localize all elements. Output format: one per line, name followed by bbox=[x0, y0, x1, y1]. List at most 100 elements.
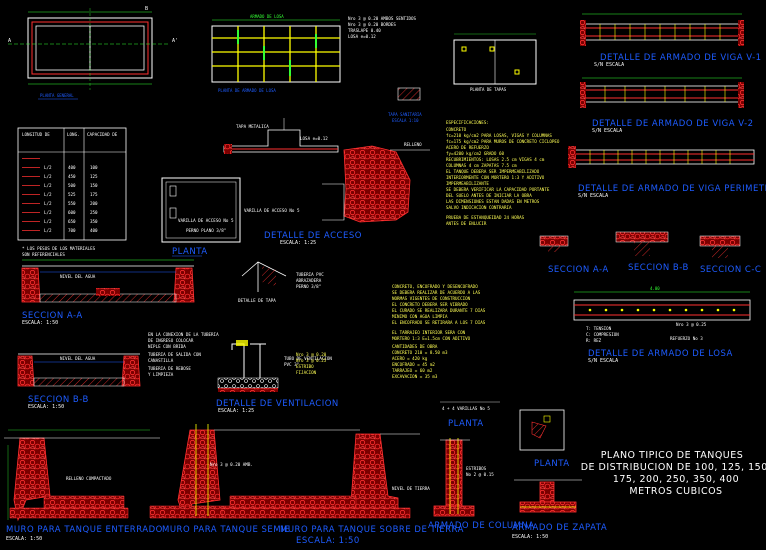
tapa-detail: TAPA SANITARIA ESCALA 1:10 bbox=[388, 87, 422, 123]
label-planta: PLANTA bbox=[172, 247, 208, 257]
table-cell: 175 bbox=[90, 192, 98, 197]
svg-text:DETALLE DE TAPA: DETALLE DE TAPA bbox=[238, 298, 276, 303]
svg-text:No 2 @ 0.15: No 2 @ 0.15 bbox=[466, 472, 494, 477]
svg-text:ESPECIFICACIONES:: ESPECIFICACIONES: bbox=[446, 120, 489, 125]
svg-text:4.00: 4.00 bbox=[650, 286, 660, 291]
label-seccion-c: SECCION C-C bbox=[700, 265, 761, 275]
label-muro-ent: MURO PARA TANQUE ENTERRADO bbox=[6, 525, 163, 535]
svg-text:VARILLA DE ACCESO No 5: VARILLA DE ACCESO No 5 bbox=[178, 218, 234, 223]
svg-text:NIVEL DEL AGUA: NIVEL DEL AGUA bbox=[60, 356, 96, 361]
table-cell: L/2 bbox=[44, 228, 52, 233]
losa-legend-1: C: COMPRESION bbox=[586, 332, 619, 337]
top-middle-notes: Nro 3 @ 0.20 AMBOS SENTIDOS Nro 3 @ 0.20… bbox=[348, 16, 417, 39]
svg-text:fc=210 kg/cm2 PARA LOSAS, VIGA: fc=210 kg/cm2 PARA LOSAS, VIGAS Y COLUMN… bbox=[446, 133, 552, 138]
planta-access: VARILLA DE ACCESO No 5 PERNO PLANO 3/8" … bbox=[161, 177, 300, 257]
scale-s4: ESCALA: 1:25 bbox=[280, 240, 316, 246]
label-acceso: DETALLE DE ACCESO bbox=[264, 231, 362, 241]
label-seccion-aa: SECCION A-A bbox=[22, 311, 83, 321]
seccion-bb: NIVEL DEL AGUA SECCION B-B ESCALA: 1:50 bbox=[17, 353, 141, 410]
svg-text:PERNO 3/8": PERNO 3/8" bbox=[296, 284, 321, 289]
label-planta-small: PLANTA bbox=[448, 419, 484, 429]
svg-text:fc=175 kg/cm2 PARA MUROS DE CO: fc=175 kg/cm2 PARA MUROS DE CONCRETO CIC… bbox=[446, 139, 560, 144]
label-escala-main: ESCALA: 1:50 bbox=[296, 536, 360, 546]
svg-text:ACERO DE REFUERZO: ACERO DE REFUERZO bbox=[446, 145, 489, 150]
planta-small-note: 4 + 4 VARILLAS No 5 PLANTA bbox=[440, 401, 500, 429]
materiales-notes: CONCRETO, ENCOFRADO Y DESENCOFRADO SE DE… bbox=[392, 284, 486, 379]
svg-text:NIVEL DEL AGUA: NIVEL DEL AGUA bbox=[60, 274, 96, 279]
svg-text:EL TARRAJEO INTERIOR SERA CON: EL TARRAJEO INTERIOR SERA CON bbox=[392, 330, 466, 335]
losa-callout: Nro 3 @ 0.25 bbox=[676, 322, 707, 327]
svg-text:NIPLE CON BRIDA: NIPLE CON BRIDA bbox=[148, 344, 186, 349]
svg-text:SON REFERENCIALES: SON REFERENCIALES bbox=[22, 252, 65, 257]
svg-text:EN LA CONEXION DE LA TUBERIA: EN LA CONEXION DE LA TUBERIA bbox=[148, 332, 219, 337]
svg-text:Y LIMPIEZA: Y LIMPIEZA bbox=[148, 372, 174, 377]
svg-text:DEL SUELO ANTES DE INICIAR LA: DEL SUELO ANTES DE INICIAR LA OBRA bbox=[446, 193, 532, 198]
svg-text:PVC 3": PVC 3" bbox=[284, 362, 299, 367]
svg-text:TUBERIA DE REBOSE: TUBERIA DE REBOSE bbox=[148, 366, 191, 371]
svg-text:PRUEBA DE ESTANQUEIDAD 24 HORA: PRUEBA DE ESTANQUEIDAD 24 HORAS bbox=[446, 215, 525, 220]
scale-s10: ESCALA: 1:50 bbox=[512, 534, 548, 540]
svg-text:ENCOFRADO = 45 m2: ENCOFRADO = 45 m2 bbox=[392, 362, 435, 367]
table-cell: L/2 bbox=[44, 210, 52, 215]
table-cell: 550 bbox=[68, 201, 76, 206]
svg-text:Nro 3 @ 0.25: Nro 3 @ 0.25 bbox=[296, 358, 327, 363]
label-seccion-a: SECCION A-A bbox=[548, 265, 609, 275]
svg-text:B: B bbox=[145, 6, 148, 12]
label-seccion-bb: SECCION B-B bbox=[28, 395, 89, 405]
svg-text:Nro 3 @ 0.20 AMB.: Nro 3 @ 0.20 AMB. bbox=[210, 462, 253, 467]
viga-v2-detail: DETALLE DE ARMADO DE VIGA V-2 S/N ESCALA bbox=[580, 77, 753, 134]
label-muro-sem: MURO PARA TANQUE SEMIE bbox=[162, 525, 290, 535]
svg-text:TAPA SANITARIA: TAPA SANITARIA bbox=[388, 112, 422, 117]
table-cell: L/2 bbox=[44, 192, 52, 197]
svg-text:ESTRIBO: ESTRIBO bbox=[296, 364, 314, 369]
scale-s6: ESCALA: 1:50 bbox=[28, 404, 64, 410]
svg-text:TUBERIA DE SALIDA CON: TUBERIA DE SALIDA CON bbox=[148, 352, 201, 357]
svg-text:LOSA e=0.12: LOSA e=0.12 bbox=[348, 34, 376, 39]
table-cell: L/2 bbox=[44, 183, 52, 188]
svg-text:TRASLAPE 0.40: TRASLAPE 0.40 bbox=[348, 28, 381, 33]
svg-text:COLUMNAS 4 cm ZAPATAS 7.5 cm: COLUMNAS 4 cm ZAPATAS 7.5 cm bbox=[446, 163, 517, 168]
label-zapata: ARMADO DE ZAPATA bbox=[512, 523, 607, 533]
table-cell: 400 bbox=[68, 165, 76, 170]
svg-text:ESCALA 1:10: ESCALA 1:10 bbox=[392, 118, 419, 123]
table-cell: 400 bbox=[90, 228, 98, 233]
svg-text:TUBO DE VENTILACION: TUBO DE VENTILACION bbox=[284, 356, 332, 361]
armado-zapata: ARMADO DE ZAPATA ESCALA: 1:50 bbox=[512, 479, 607, 540]
scale-s3: S/N ESCALA bbox=[578, 193, 608, 199]
svg-text:EXCAVACION = 35 m3: EXCAVACION = 35 m3 bbox=[392, 374, 438, 379]
table-header-1: LONG. bbox=[67, 132, 80, 137]
table-cell: 600 bbox=[68, 210, 76, 215]
label-viga-v1: DETALLE DE ARMADO DE VIGA V-1 bbox=[600, 53, 762, 63]
svg-text:ESTRIBOS: ESTRIBOS bbox=[466, 466, 487, 471]
table-header-2: CAPACIDAD DE bbox=[87, 132, 118, 137]
table-cell: 650 bbox=[68, 219, 76, 224]
scale-s9: ESCALA: 1:50 bbox=[6, 536, 42, 542]
svg-text:PLANTA DE ARMADO DE LOSA: PLANTA DE ARMADO DE LOSA bbox=[218, 88, 276, 93]
losa-grid: ARMADO DE LOSA PLANTA DE ARMADO DE LOSA bbox=[211, 14, 341, 93]
svg-text:ANTES DE ENLUCIR: ANTES DE ENLUCIR bbox=[446, 221, 487, 226]
svg-text:Nro 3 @ 0.20 BORDES: Nro 3 @ 0.20 BORDES bbox=[348, 22, 396, 27]
svg-text:LOSA e=0.12: LOSA e=0.12 bbox=[300, 136, 328, 141]
svg-text:EL TANQUE DEBERA SER IMPERMEAB: EL TANQUE DEBERA SER IMPERMEABILIZADO bbox=[446, 169, 540, 174]
svg-text:IMPERMEABILIZANTE: IMPERMEABILIZANTE bbox=[446, 181, 489, 186]
label-seccion-b: SECCION B-B bbox=[628, 263, 689, 273]
svg-text:A: A bbox=[8, 38, 11, 44]
detalle-armado-losa: 4.00 T: TENSION C: COMPRESION R: REZ Nro… bbox=[573, 286, 751, 364]
detalle-ventilacion: TUBO DE VENTILACION PVC 3" DETALLE DE VE… bbox=[216, 340, 338, 414]
label-muro-sob: MURO PARA TANQUE SOBRE DE TIERRA bbox=[280, 525, 464, 535]
table-cell: 125 bbox=[90, 174, 98, 179]
scale-s1: S/N ESCALA bbox=[594, 62, 624, 68]
seccion-aa: NIVEL DEL AGUA SECCION A-A ESCALA: 1:50 bbox=[21, 259, 195, 326]
scale-s7: ESCALA: 1:25 bbox=[218, 408, 254, 414]
label-columna: ARMADO DE COLUMNA bbox=[428, 521, 535, 531]
svg-text:fy=4200 kg/cm2 GRADO 60: fy=4200 kg/cm2 GRADO 60 bbox=[446, 151, 504, 156]
planta-column: PLANTA bbox=[519, 409, 569, 469]
losa-legend-2: R: REZ bbox=[586, 338, 602, 343]
detalle-acceso: TAPA METALICA LOSA e=0.12 RELLENO DETALL… bbox=[223, 118, 430, 246]
svg-text:MORTERO 1:3 E=1.5cm CON ADITIV: MORTERO 1:3 E=1.5cm CON ADITIVO bbox=[392, 336, 471, 341]
muro-enterrado: RELLENO COMPACTADO MURO PARA TANQUE ENTE… bbox=[4, 429, 163, 542]
table-cell: L/2 bbox=[44, 174, 52, 179]
scale-s8: S/N ESCALA bbox=[588, 358, 618, 364]
muro-semienterrado: Nro 3 @ 0.20 AMB. MURO PARA TANQUE SEMIE bbox=[149, 424, 360, 535]
